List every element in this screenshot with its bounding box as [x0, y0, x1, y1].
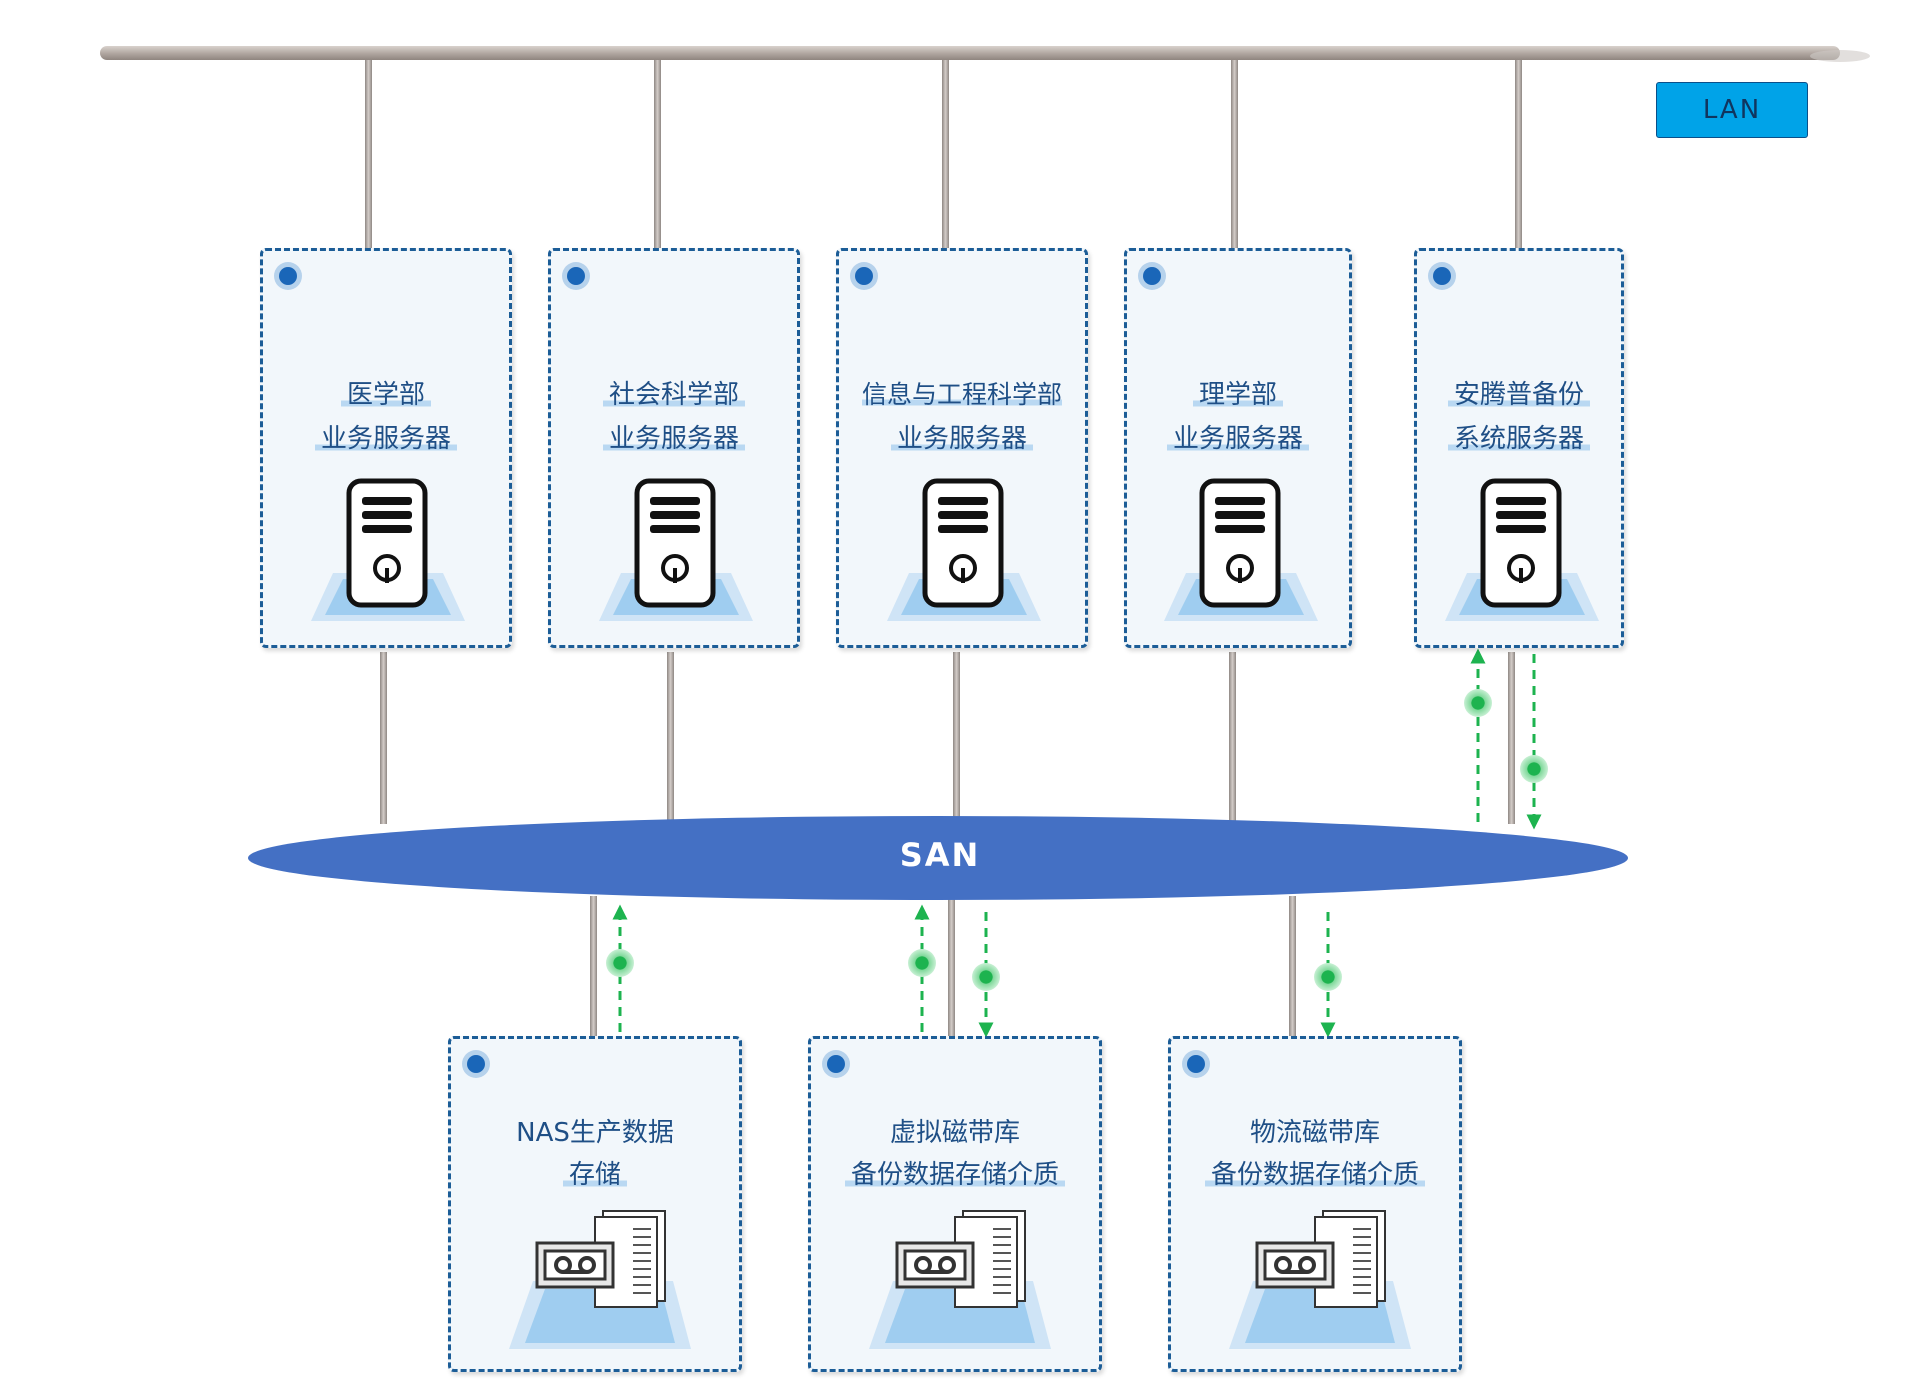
node-title: 理学部	[1192, 380, 1283, 410]
node-title: 社会科学部	[602, 380, 745, 410]
san-cables-lower	[590, 896, 1296, 1036]
lan-cables	[365, 60, 1522, 248]
status-led-icon	[279, 267, 297, 285]
server-node-social-sciences[interactable]: 社会科学部 业务服务器	[548, 248, 800, 648]
server-node-science[interactable]: 理学部 业务服务器	[1124, 248, 1352, 648]
status-led-icon	[467, 1055, 485, 1073]
server-tower-icon	[887, 478, 1041, 621]
node-title: NAS生产数据	[516, 1118, 674, 1148]
status-led-icon	[567, 267, 585, 285]
status-led-icon	[1143, 267, 1161, 285]
node-subtitle: 业务服务器	[314, 424, 457, 454]
status-led-icon	[827, 1055, 845, 1073]
server-tower-icon	[1164, 478, 1318, 621]
node-subtitle: 存储	[562, 1160, 627, 1190]
san-cables-upper	[380, 652, 1515, 824]
server-tower-icon	[1445, 478, 1599, 621]
storage-node-virtual-tape-library[interactable]: 虚拟磁带库 备份数据存储介质	[808, 1036, 1102, 1372]
lan-bus	[100, 46, 1840, 60]
status-led-icon	[855, 267, 873, 285]
flow-dots	[606, 689, 1548, 991]
status-led-icon	[1433, 267, 1451, 285]
node-title: 医学部	[340, 380, 431, 410]
node-title: 物流磁带库	[1249, 1118, 1380, 1148]
node-title: 信息与工程科学部	[861, 380, 1062, 409]
server-tower-icon	[599, 478, 753, 621]
server-node-medical[interactable]: 医学部 业务服务器	[260, 248, 512, 648]
status-led-icon	[1187, 1055, 1205, 1073]
storage-node-nas[interactable]: NAS生产数据 存储	[448, 1036, 742, 1372]
lan-bus-shadow	[1810, 50, 1870, 62]
node-subtitle: 业务服务器	[1166, 424, 1309, 454]
node-subtitle: 系统服务器	[1447, 424, 1590, 454]
node-subtitle: 业务服务器	[602, 424, 745, 454]
node-title: 虚拟磁带库	[889, 1118, 1020, 1148]
node-subtitle: 业务服务器	[890, 424, 1033, 454]
server-node-backup-system[interactable]: 安腾普备份 系统服务器	[1414, 248, 1624, 648]
data-flow-arrows	[612, 648, 1542, 1038]
san-label: SAN	[899, 836, 981, 874]
san-ellipse	[248, 816, 1628, 900]
tape-library-icon	[1229, 1210, 1411, 1349]
node-subtitle: 备份数据存储介质	[1204, 1160, 1425, 1190]
server-node-info-engineering[interactable]: 信息与工程科学部 业务服务器	[836, 248, 1088, 648]
lan-badge: LAN	[1656, 82, 1808, 138]
node-subtitle: 备份数据存储介质	[844, 1160, 1065, 1190]
storage-node-physical-tape-library[interactable]: 物流磁带库 备份数据存储介质	[1168, 1036, 1462, 1372]
server-tower-icon	[311, 478, 465, 621]
node-title: 安腾普备份	[1447, 380, 1590, 410]
tape-library-icon	[869, 1210, 1051, 1349]
tape-library-icon	[509, 1210, 691, 1349]
